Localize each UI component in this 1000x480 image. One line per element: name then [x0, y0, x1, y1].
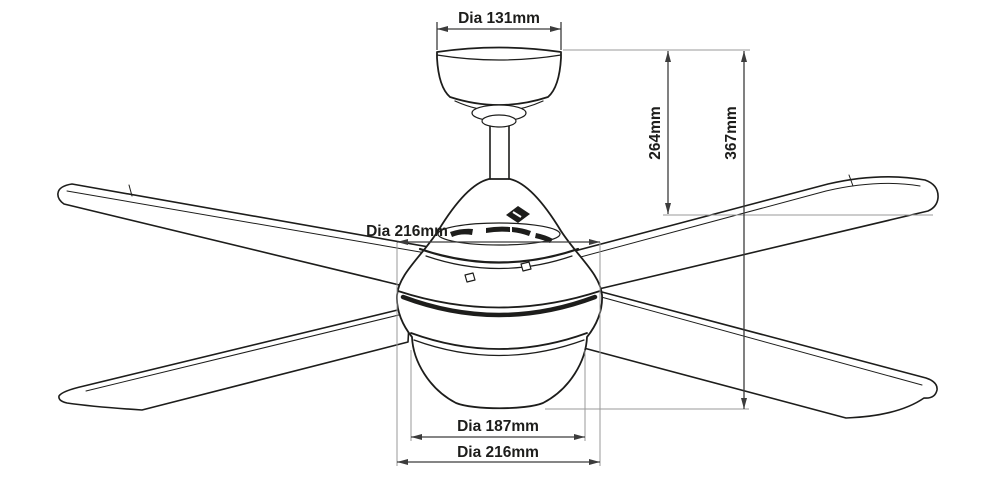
blade-iron-tab [520, 261, 532, 272]
blade-lower-left-edge [85, 312, 408, 392]
arrowhead-icon [550, 26, 561, 32]
arrowhead-icon [741, 51, 747, 62]
brand-logo-mark [512, 211, 522, 218]
blade-upper-left-edge [66, 190, 479, 263]
arrowhead-icon [397, 239, 408, 245]
dimension-annotations: Dia 131mm 264mm 367mm Dia 216mm Dia 187m… [366, 10, 933, 466]
arrowhead-icon [665, 203, 671, 214]
dim-label-body-diameter-lower: Dia 216mm [457, 444, 539, 461]
arrowhead-icon [411, 434, 422, 440]
motor-housing-silhouette [396, 178, 603, 410]
blade-upper-right [532, 176, 939, 298]
blade-upper-right-edge [535, 182, 921, 270]
arrowhead-icon [589, 459, 600, 465]
dim-label-body-diameter-upper: Dia 216mm [366, 223, 448, 240]
vent-slot [512, 227, 531, 236]
blade-lower-right [567, 282, 938, 419]
light-trim-ring-inner [413, 339, 585, 357]
dim-label-canopy-diameter: Dia 131mm [458, 10, 540, 27]
light-trim-ring [410, 332, 588, 350]
canopy-assembly [436, 46, 562, 180]
housing-rim [397, 290, 601, 309]
housing-groove [418, 247, 580, 264]
arrowhead-icon [589, 239, 600, 245]
arrowhead-icon [437, 26, 448, 32]
housing-rim-shadow [400, 294, 598, 318]
vent-slot [535, 233, 553, 243]
blade-iron-tab [464, 272, 476, 283]
blade-upper-left-seam [128, 184, 133, 197]
arrowhead-icon [741, 398, 747, 409]
blade-lower-right-edge [571, 288, 923, 386]
arrowhead-icon [397, 459, 408, 465]
blade-upper-right-seam [848, 174, 854, 187]
housing-groove [425, 255, 573, 270]
ceiling-canopy [436, 46, 562, 106]
dim-label-overall-height: 367mm [723, 106, 740, 159]
fan-blades [57, 174, 939, 419]
vent-slot [486, 226, 510, 233]
vent-slot [450, 228, 473, 237]
fan-body [396, 178, 603, 410]
blade-lower-left [58, 306, 411, 411]
arrowhead-icon [574, 434, 585, 440]
dim-label-drop-height: 264mm [647, 106, 664, 159]
vent-band [437, 222, 561, 246]
dim-label-light-diameter: Dia 187mm [457, 418, 539, 435]
blade-upper-left [57, 183, 481, 303]
ball-joint [481, 114, 517, 128]
arrowhead-icon [665, 51, 671, 62]
canopy-rim [436, 54, 562, 61]
